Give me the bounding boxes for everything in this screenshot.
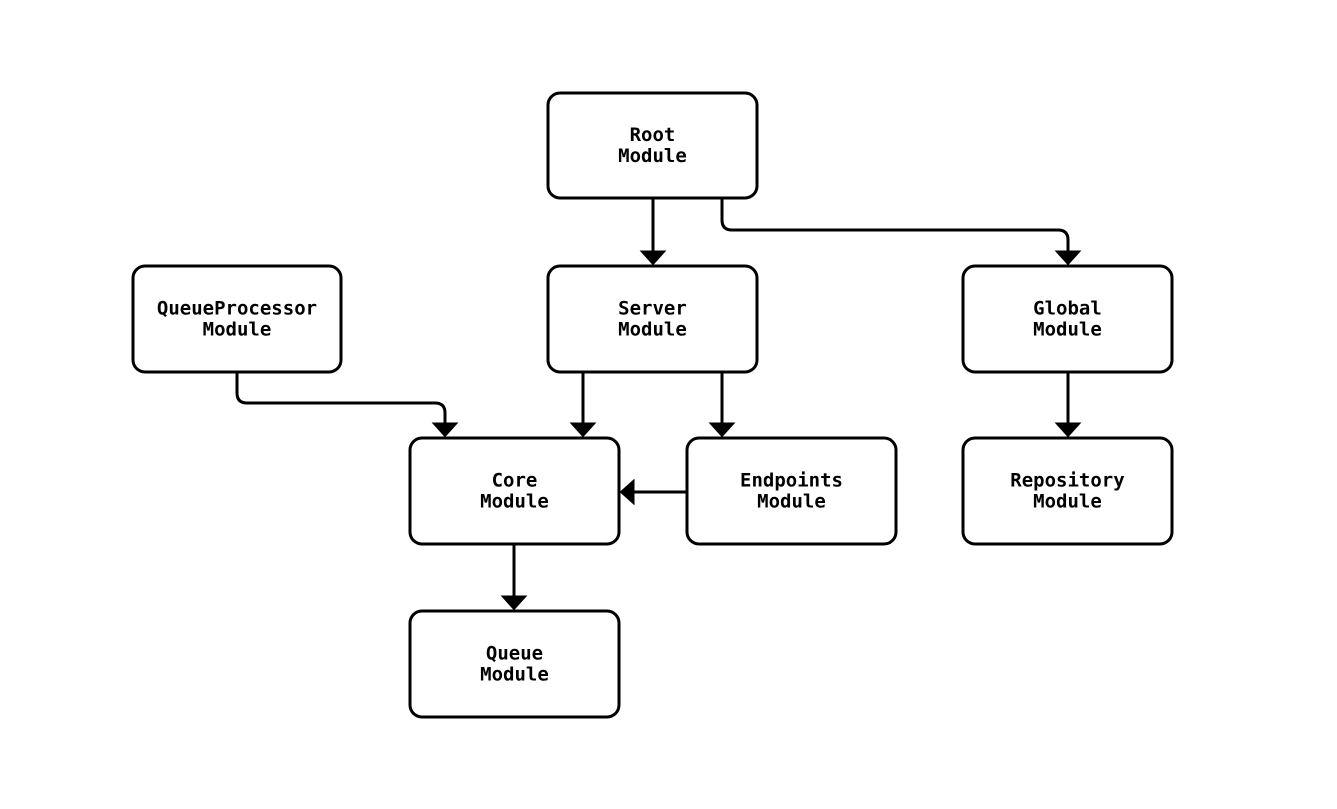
edges	[235, 198, 1082, 611]
node-root-box	[546, 91, 759, 200]
node-server-box	[546, 264, 759, 374]
node-queueprocessor-box	[131, 264, 343, 374]
node-global-box	[961, 264, 1174, 374]
node-repository-box	[961, 436, 1174, 546]
edge-root-to-global	[720, 198, 1082, 266]
node-core-box	[408, 436, 621, 546]
node-endpoints-box	[685, 436, 898, 546]
edge-queueprocessor-to-core	[235, 372, 459, 438]
node-queue-box	[408, 609, 621, 719]
